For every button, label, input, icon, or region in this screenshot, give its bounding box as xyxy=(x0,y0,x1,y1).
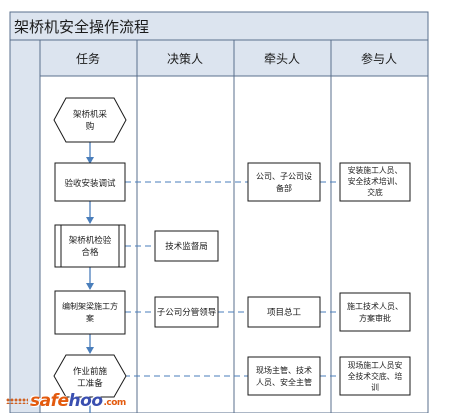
node-label: 方案审批 xyxy=(359,313,391,323)
node-label: 项目总工 xyxy=(267,307,302,318)
decision-box xyxy=(154,230,219,262)
node-label: 合格 xyxy=(81,247,99,258)
participant-box xyxy=(339,356,411,396)
node-label: 架桥机采 xyxy=(73,109,108,120)
lead-box xyxy=(247,356,321,396)
diagram-title: 架桥机安全操作流程 xyxy=(14,18,149,36)
header-decision xyxy=(136,39,235,77)
node-label: 现场施工人员安 xyxy=(348,360,403,370)
node-label: 交底 xyxy=(367,187,383,197)
decision-box xyxy=(154,296,219,328)
node-label: 备部 xyxy=(276,183,292,193)
watermark-tld: .com xyxy=(103,398,127,408)
header-lead xyxy=(233,39,332,77)
node-label: 技术监督局 xyxy=(165,241,208,252)
predefined-process-box xyxy=(54,224,126,268)
node-label: 人员、安全主管 xyxy=(256,377,312,387)
node-label: 安装施工人员、 xyxy=(348,165,403,175)
column-label-decision: 决策人 xyxy=(167,52,203,66)
node-label: 训 xyxy=(371,383,379,392)
prep-node xyxy=(53,354,127,398)
column-label-participant: 参与人 xyxy=(361,51,397,66)
participant-box xyxy=(339,292,411,332)
lead-box xyxy=(247,296,321,328)
node-label: 公司、子公司设 xyxy=(256,171,312,181)
header-task xyxy=(39,39,138,77)
step-box xyxy=(54,162,126,202)
site-watermark: safe hoo .com xyxy=(6,391,126,411)
column-label-task: 任务 xyxy=(76,51,100,66)
node-label: 全技术交底、培 xyxy=(348,371,403,381)
column-label-lead: 牵头人 xyxy=(264,52,300,66)
node-label: 案 xyxy=(86,313,94,323)
node-label: 作业前施 xyxy=(73,366,108,377)
node-label: 编制架梁施工方 xyxy=(62,301,118,311)
node-label: 施工技术人员、 xyxy=(347,301,403,311)
node-label: 架桥机检验 xyxy=(69,235,112,246)
lead-box xyxy=(247,162,321,202)
participant-box xyxy=(339,162,411,202)
header-participant xyxy=(330,39,429,77)
step-box xyxy=(54,290,126,335)
watermark-dots-icon xyxy=(6,398,28,404)
pool-label-strip xyxy=(9,39,41,413)
node-label: 购 xyxy=(86,121,95,132)
watermark-text-b: hoo xyxy=(68,391,103,411)
node-label: 验收安装调试 xyxy=(64,178,116,189)
node-label: 现场主管、技术 xyxy=(256,365,312,375)
title-bar xyxy=(9,11,429,41)
node-label: 安全技术培训、 xyxy=(348,176,403,186)
node-label: 工准备 xyxy=(77,378,103,389)
start-node xyxy=(53,97,127,143)
node-label: 子公司分管领导 xyxy=(157,307,217,318)
watermark-text-a: safe xyxy=(30,391,69,411)
